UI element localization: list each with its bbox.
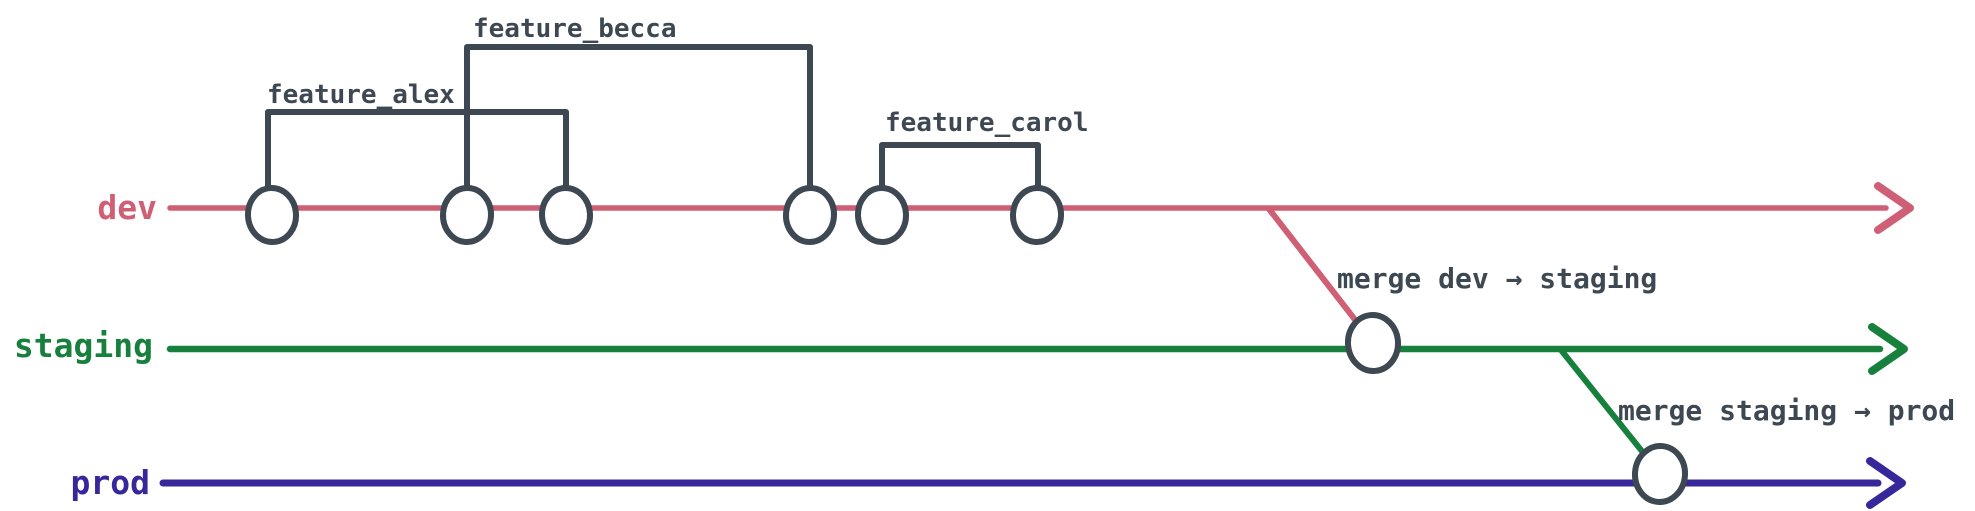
staging-branch-label: staging — [14, 326, 153, 365]
commit-node — [538, 185, 594, 245]
merge-dev-to-staging-edge — [1266, 206, 1373, 342]
feature-becca-bracket — [464, 44, 813, 195]
merge-commit-node — [1344, 312, 1402, 374]
prod-branch-label: prod — [71, 463, 150, 502]
commit-node — [782, 185, 838, 245]
arrow-right-icon — [1874, 182, 1914, 234]
commit-node — [244, 185, 300, 245]
feature-alex-bracket — [265, 109, 569, 195]
commit-node — [1009, 185, 1065, 245]
arrow-right-icon — [1866, 457, 1906, 509]
feature-becca-label: feature_becca — [473, 14, 677, 44]
feature-alex-label: feature_alex — [267, 80, 455, 110]
feature-carol-bracket — [879, 142, 1041, 195]
feature-carol-label: feature_carol — [885, 108, 1089, 138]
merge-staging-to-prod-label: merge staging → prod — [1618, 394, 1955, 427]
arrow-right-icon — [1868, 323, 1908, 375]
dev-branch-label: dev — [97, 188, 157, 227]
commit-node — [854, 185, 910, 245]
merge-dev-to-staging-label: merge dev → staging — [1337, 262, 1657, 295]
commit-node — [439, 185, 495, 245]
merge-staging-to-prod-edge — [1558, 347, 1660, 473]
merge-commit-node — [1631, 443, 1689, 505]
